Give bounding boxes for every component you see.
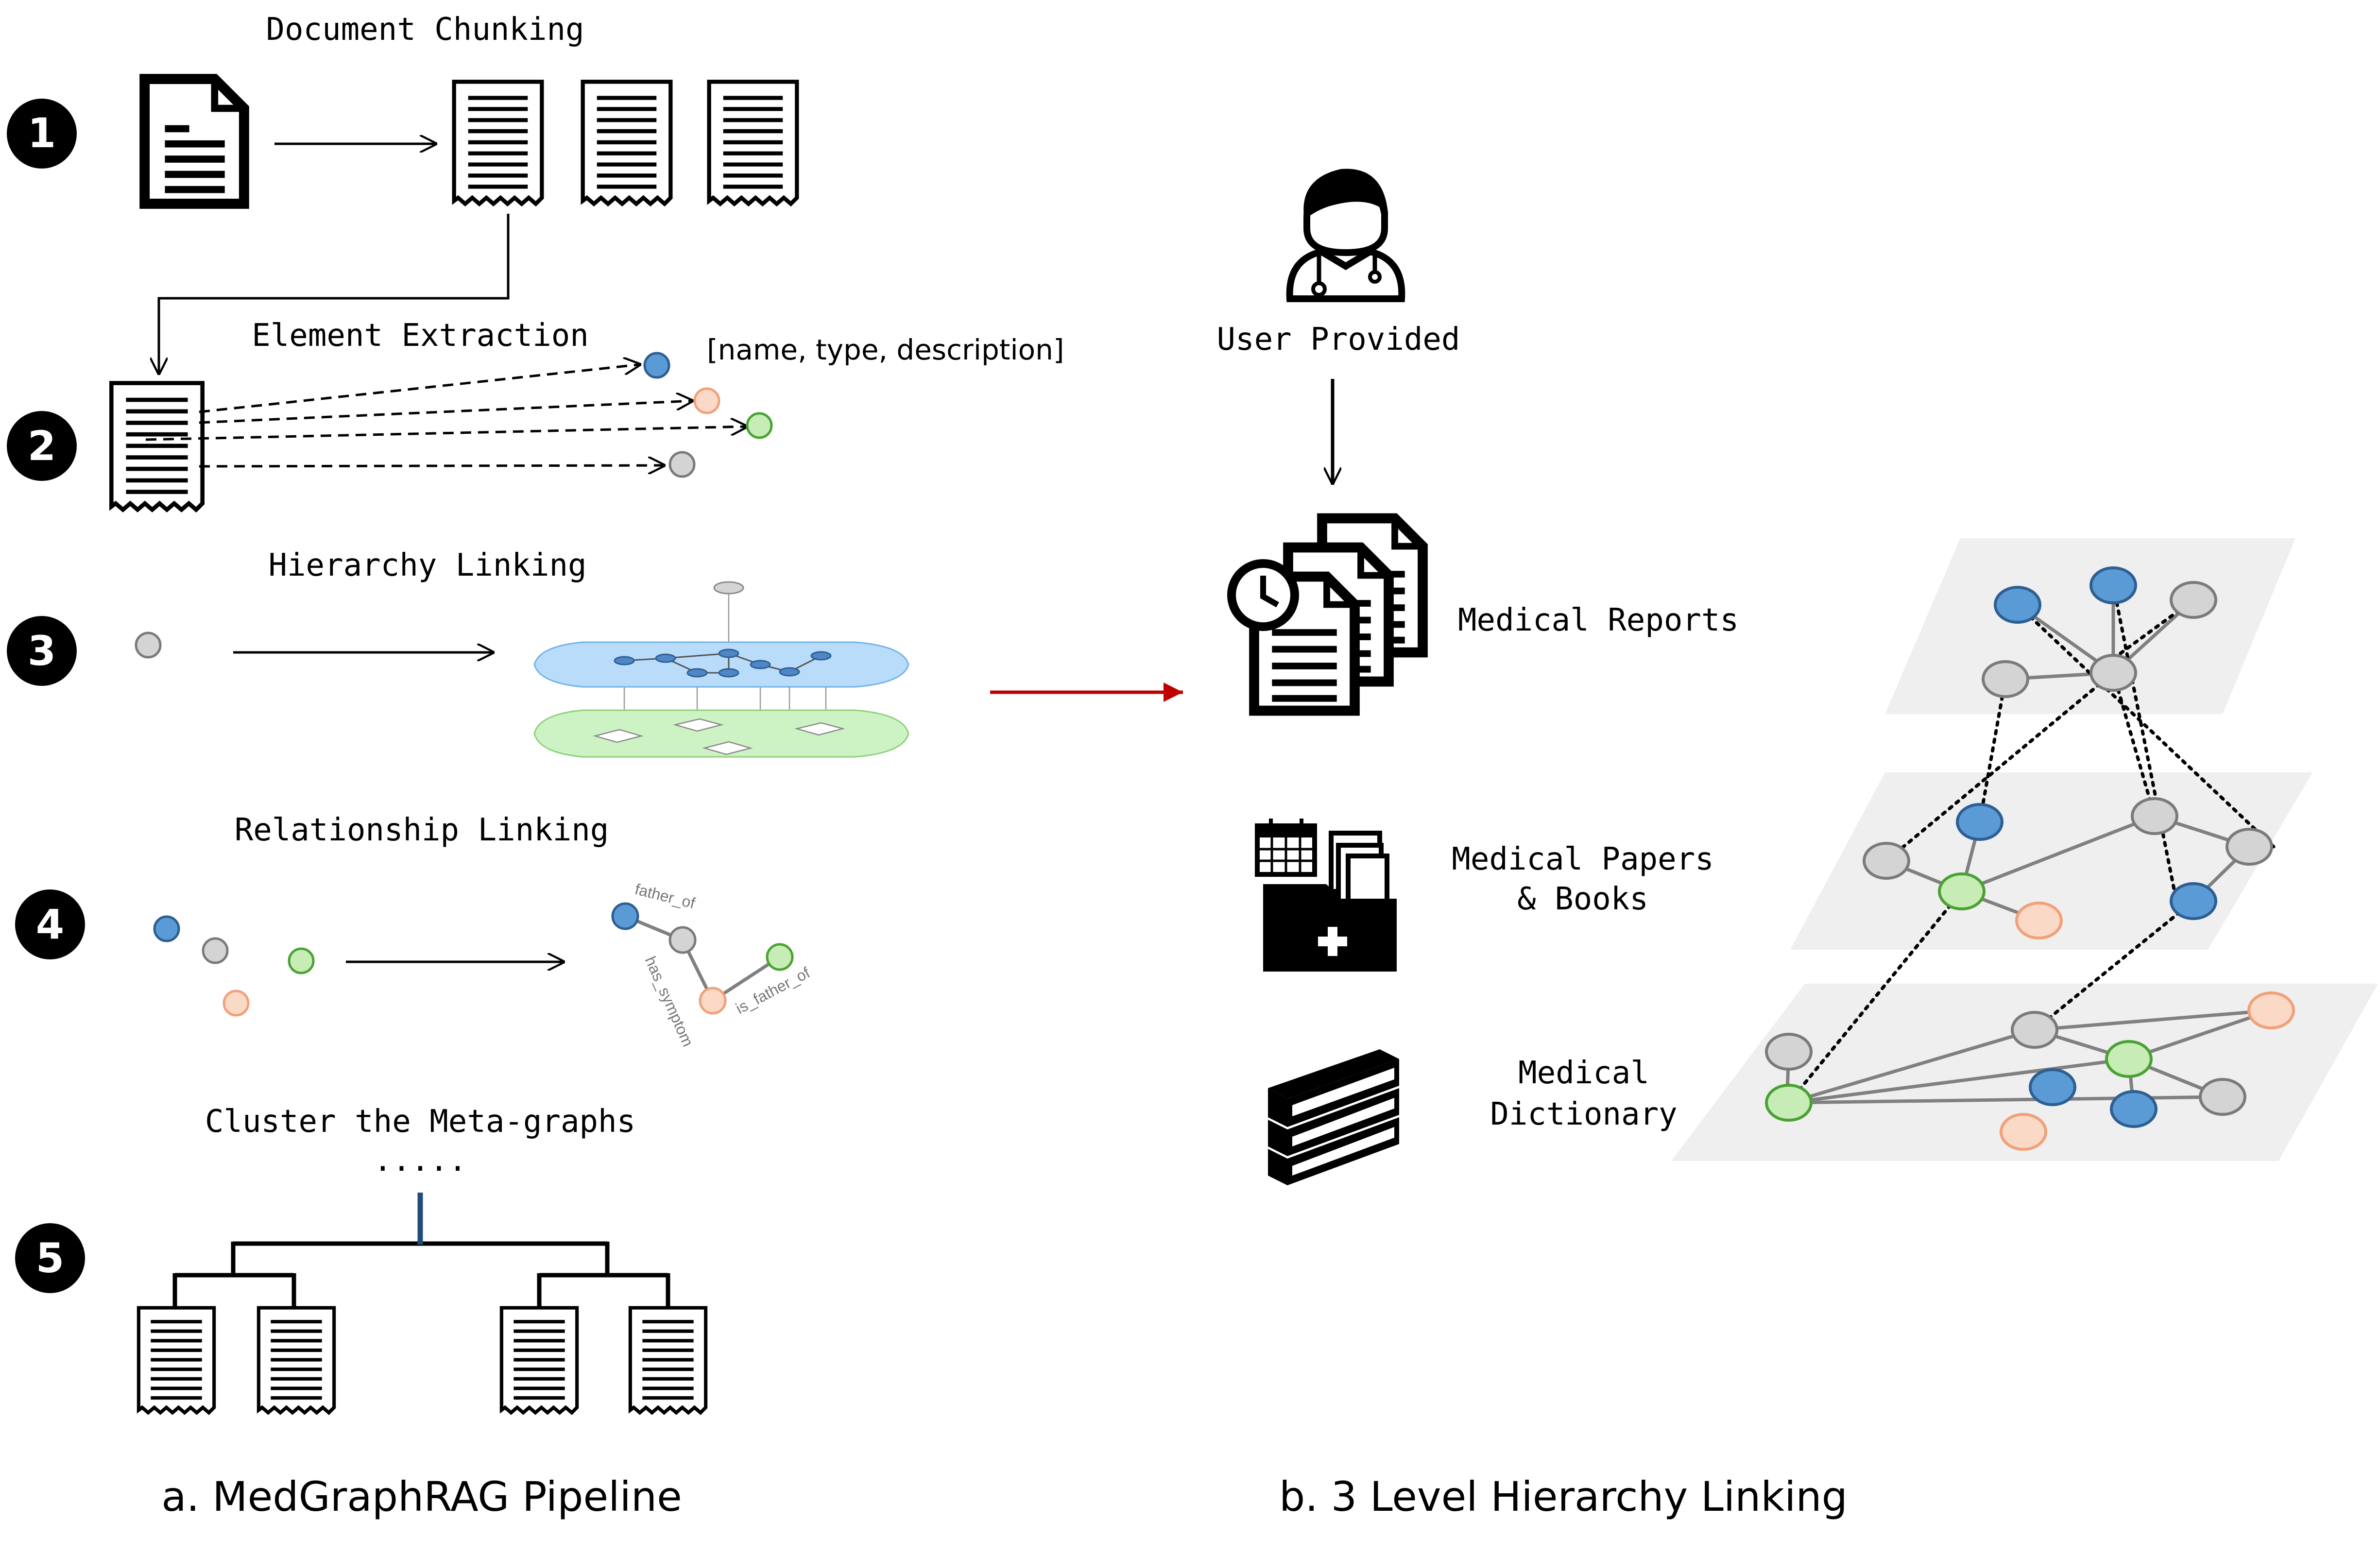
level-3-label-line-1: Medical	[1518, 1055, 1649, 1091]
step-3-badge	[7, 616, 77, 686]
graph-node-gray	[1863, 842, 1910, 880]
graph-node-gray	[2226, 828, 2273, 866]
step-5: 5 Cluster the Meta-graphs .....	[15, 1104, 706, 1413]
entity-node-blue	[153, 915, 180, 942]
relationship-graph: father_of has_symptom is_father_of	[611, 880, 813, 1049]
upper-layer-plane	[533, 641, 909, 688]
right-caption: b. 3 Level Hierarchy Linking	[1279, 1473, 1848, 1520]
step-1-badge	[7, 99, 77, 169]
cluster-leaf-document-icon	[630, 1308, 705, 1413]
graph-node-gray	[2199, 1078, 2246, 1116]
step-4-title: Relationship Linking	[235, 812, 609, 848]
entity-node-gray	[135, 632, 162, 659]
step-1-title: Document Chunking	[266, 12, 584, 48]
graph-node-gray	[2089, 654, 2137, 692]
entity-node-peach	[693, 387, 720, 414]
step-5-badge	[15, 1223, 85, 1293]
step-5-ellipsis: .....	[374, 1143, 467, 1178]
graph-node-gray	[2131, 797, 2178, 835]
chunk-document-icon	[583, 82, 671, 204]
step-1-number: 1	[28, 109, 56, 157]
left-caption: a. MedGraphRAG Pipeline	[161, 1473, 682, 1520]
top-layer-node	[713, 581, 744, 595]
chunk-document-icon	[111, 383, 202, 510]
books-icon	[1268, 1049, 1399, 1185]
source-document-icon	[145, 79, 244, 204]
graph-node-gray	[1765, 1033, 1813, 1071]
graph-node-peach	[2247, 991, 2295, 1029]
step-3-number: 3	[28, 627, 56, 675]
step-4-badge	[15, 889, 85, 959]
graph-node-blue	[2110, 1090, 2157, 1128]
chunk-document-icon	[709, 82, 797, 204]
step-2: 2 Element Extraction [name, type, descri…	[7, 318, 1064, 510]
entity-node-green	[766, 943, 794, 971]
graph-node-peach	[2015, 902, 2063, 939]
edge-label-is-father-of: is_father_of	[733, 964, 813, 1017]
graph-node-green	[2105, 1040, 2153, 1078]
step-3-title: Hierarchy Linking	[268, 547, 586, 583]
step-2-number: 2	[28, 422, 56, 470]
entity-node-gray	[202, 937, 229, 964]
layered-graph-illustration	[533, 581, 909, 758]
entity-node-peach	[699, 987, 727, 1015]
level-3-label-line-2: Dictionary	[1490, 1096, 1677, 1132]
lower-layer-plane	[533, 709, 909, 758]
extraction-dashed-arrows	[145, 364, 748, 466]
level-1-label: Medical Reports	[1458, 602, 1739, 638]
entity-node-green	[288, 947, 315, 974]
graph-node-gray	[2011, 1011, 2058, 1049]
graph-node-blue	[1994, 586, 2041, 624]
step-5-title: Cluster the Meta-graphs	[205, 1104, 635, 1140]
cluster-leaf-document-icon	[258, 1308, 334, 1413]
step-4-number: 4	[36, 901, 64, 948]
three-level-graph	[1671, 538, 2378, 1161]
step-3: 3 Hierarchy Linking	[7, 547, 909, 758]
entity-node-gray	[668, 926, 697, 954]
step-2-badge	[7, 411, 77, 481]
extraction-annotation: [name, type, description]	[707, 333, 1064, 366]
graph-node-gray	[1982, 660, 2029, 698]
entity-node-gray	[668, 451, 696, 478]
entity-node-green	[746, 412, 773, 439]
graph-node-peach	[2000, 1113, 2047, 1151]
graph-node-blue	[1956, 803, 2003, 841]
graph-node-green	[1765, 1084, 1813, 1122]
doctor-icon	[1286, 169, 1405, 302]
step-2-title: Element Extraction	[252, 318, 589, 354]
step-5-number: 5	[36, 1234, 64, 1282]
graph-node-green	[1938, 872, 1986, 910]
medical-reports-icon	[1227, 518, 1423, 711]
chunk-document-icon	[454, 82, 542, 204]
cluster-leaf-document-icon	[138, 1308, 214, 1413]
entity-node-peach	[223, 990, 250, 1017]
edge-label-has-symptom: has_symptom	[642, 954, 697, 1049]
entity-node-blue	[643, 352, 670, 379]
graph-node-blue	[2170, 882, 2217, 920]
medical-papers-icon	[1255, 819, 1397, 972]
step-1: 1 Document Chunking	[7, 12, 797, 375]
level-1-plane	[1885, 538, 2295, 714]
user-provided-label: User Provided	[1217, 322, 1460, 358]
level-2-label-line-1: Medical Papers	[1452, 841, 1713, 877]
graph-node-gray	[2170, 581, 2217, 619]
graph-node-blue	[2029, 1068, 2076, 1106]
step-4: 4 Relationship Linking father_of has_sym…	[15, 812, 813, 1049]
edge-label-father-of: father_of	[633, 880, 697, 912]
graph-node-blue	[2089, 566, 2137, 604]
chunk-to-extraction-arrow	[159, 214, 510, 375]
entity-node-blue	[611, 902, 639, 930]
cluster-tree	[172, 1241, 670, 1307]
level-2-label-line-2: & Books	[1517, 881, 1648, 917]
cluster-leaf-document-icon	[501, 1308, 577, 1413]
